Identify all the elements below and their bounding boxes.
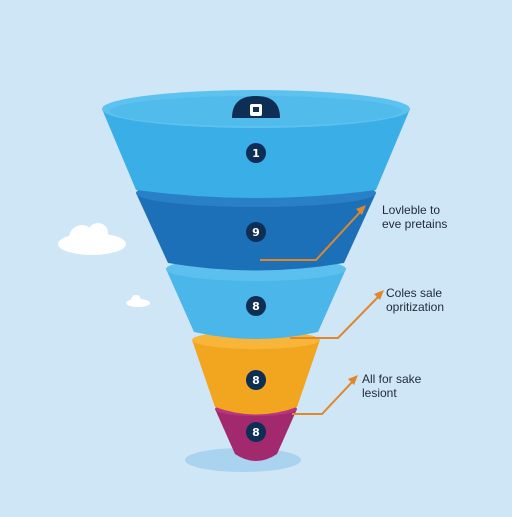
stage-number: 8 [252, 300, 260, 313]
arrow-icon [260, 209, 363, 261]
stage-number: 9 [252, 226, 260, 239]
stage-number: 8 [252, 374, 260, 387]
cloud-icon [126, 295, 150, 307]
callout-line: lesiont [362, 386, 397, 400]
arrow-icon [292, 379, 355, 415]
callout-line: eve pretains [382, 217, 448, 231]
callout-2: Coles sale opritization [386, 286, 444, 314]
callout-line: All for sake [362, 372, 422, 386]
stage-number: 8 [252, 426, 260, 439]
lock-icon [232, 96, 280, 118]
callout-3: All for sake lesiont [362, 372, 421, 400]
stage-badge-5: 8 [246, 422, 266, 442]
arrow-icon [290, 294, 381, 339]
arrow-icon [356, 205, 366, 215]
stage-badge-3: 8 [246, 296, 266, 316]
callout-line: Lovleble to [382, 203, 441, 217]
cloud-icon [58, 223, 126, 255]
callout-line: opritization [386, 300, 445, 314]
callout-1: Lovleble to eve pretains [382, 203, 447, 231]
arrow-icon [374, 290, 384, 300]
stage-badge-4: 8 [246, 370, 266, 390]
arrow-icon [348, 375, 358, 385]
stage-badge-1: 1 [246, 143, 266, 163]
stage-number: 1 [252, 147, 260, 160]
callout-line: Coles sale [386, 286, 443, 300]
stage-badge-2: 9 [246, 222, 266, 242]
